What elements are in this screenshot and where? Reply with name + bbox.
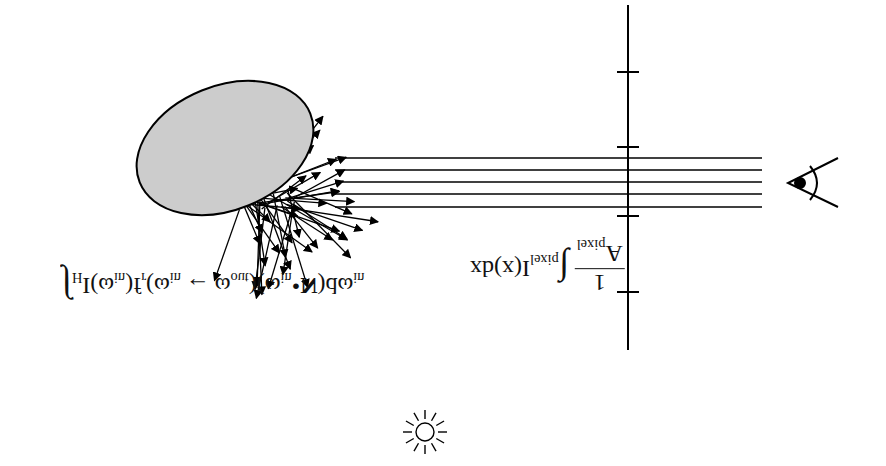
formula-term: pixel xyxy=(577,237,606,253)
formula-term: ← xyxy=(186,273,210,299)
formula-term: A xyxy=(605,241,622,267)
formula-term: in xyxy=(170,270,181,286)
formula-term: out xyxy=(230,270,248,286)
formula-term: 1 xyxy=(594,270,606,296)
formula-term: pixel xyxy=(530,252,559,268)
sun-ray xyxy=(424,410,425,419)
formula-term: in xyxy=(114,270,125,286)
rendering-equation: ∫HI(ωin)fr(ωin←ωout)(ωin•N)dωin xyxy=(62,268,365,304)
fraction-bar xyxy=(575,268,625,269)
pixel-equation: 1Apixel∫pixelI(x)dx xyxy=(470,238,625,295)
sun-ray xyxy=(438,431,447,432)
eye-icon xyxy=(788,158,838,207)
formula-term: H xyxy=(72,270,82,286)
object-ellipse xyxy=(116,56,333,240)
formula-term: ) xyxy=(318,273,326,299)
sun-ray xyxy=(436,439,444,444)
formula-term: ∫ xyxy=(62,266,72,306)
sun-ray xyxy=(432,443,437,451)
formula-term: (ω xyxy=(146,273,170,299)
formula-term: ω xyxy=(215,273,231,299)
sun-ray xyxy=(432,413,437,421)
sun-ray xyxy=(406,439,414,444)
formula-term: )f xyxy=(125,273,141,299)
formula-term: in xyxy=(353,270,364,286)
fraction: 1 Apixel xyxy=(575,238,625,295)
sun-ray xyxy=(406,421,414,426)
sun-ray xyxy=(424,445,425,454)
formula-term: N xyxy=(300,273,317,299)
sun-ray xyxy=(414,443,419,451)
formula-term: )(ω xyxy=(249,273,281,299)
sun-ray xyxy=(414,413,419,421)
image-plane xyxy=(617,5,639,350)
integral: ∫pixelI(x)dx xyxy=(470,256,569,282)
formula-term: I(ω xyxy=(82,273,114,299)
formula-term: I(x)dx xyxy=(470,256,530,282)
sun-ray xyxy=(436,421,444,426)
formula-term: in xyxy=(281,270,292,286)
formula-term: dω xyxy=(326,273,354,299)
formula-term: ∫ xyxy=(559,249,569,289)
formula-term: • xyxy=(292,273,300,299)
sun-ray xyxy=(403,431,412,432)
numerator: 1 xyxy=(575,271,625,295)
denominator: Apixel xyxy=(575,238,625,266)
formula-term: r xyxy=(141,270,146,286)
ray-arrow xyxy=(283,207,293,274)
pixel-rays xyxy=(335,158,762,207)
light-source xyxy=(403,410,447,454)
ray-arrow xyxy=(273,194,285,258)
